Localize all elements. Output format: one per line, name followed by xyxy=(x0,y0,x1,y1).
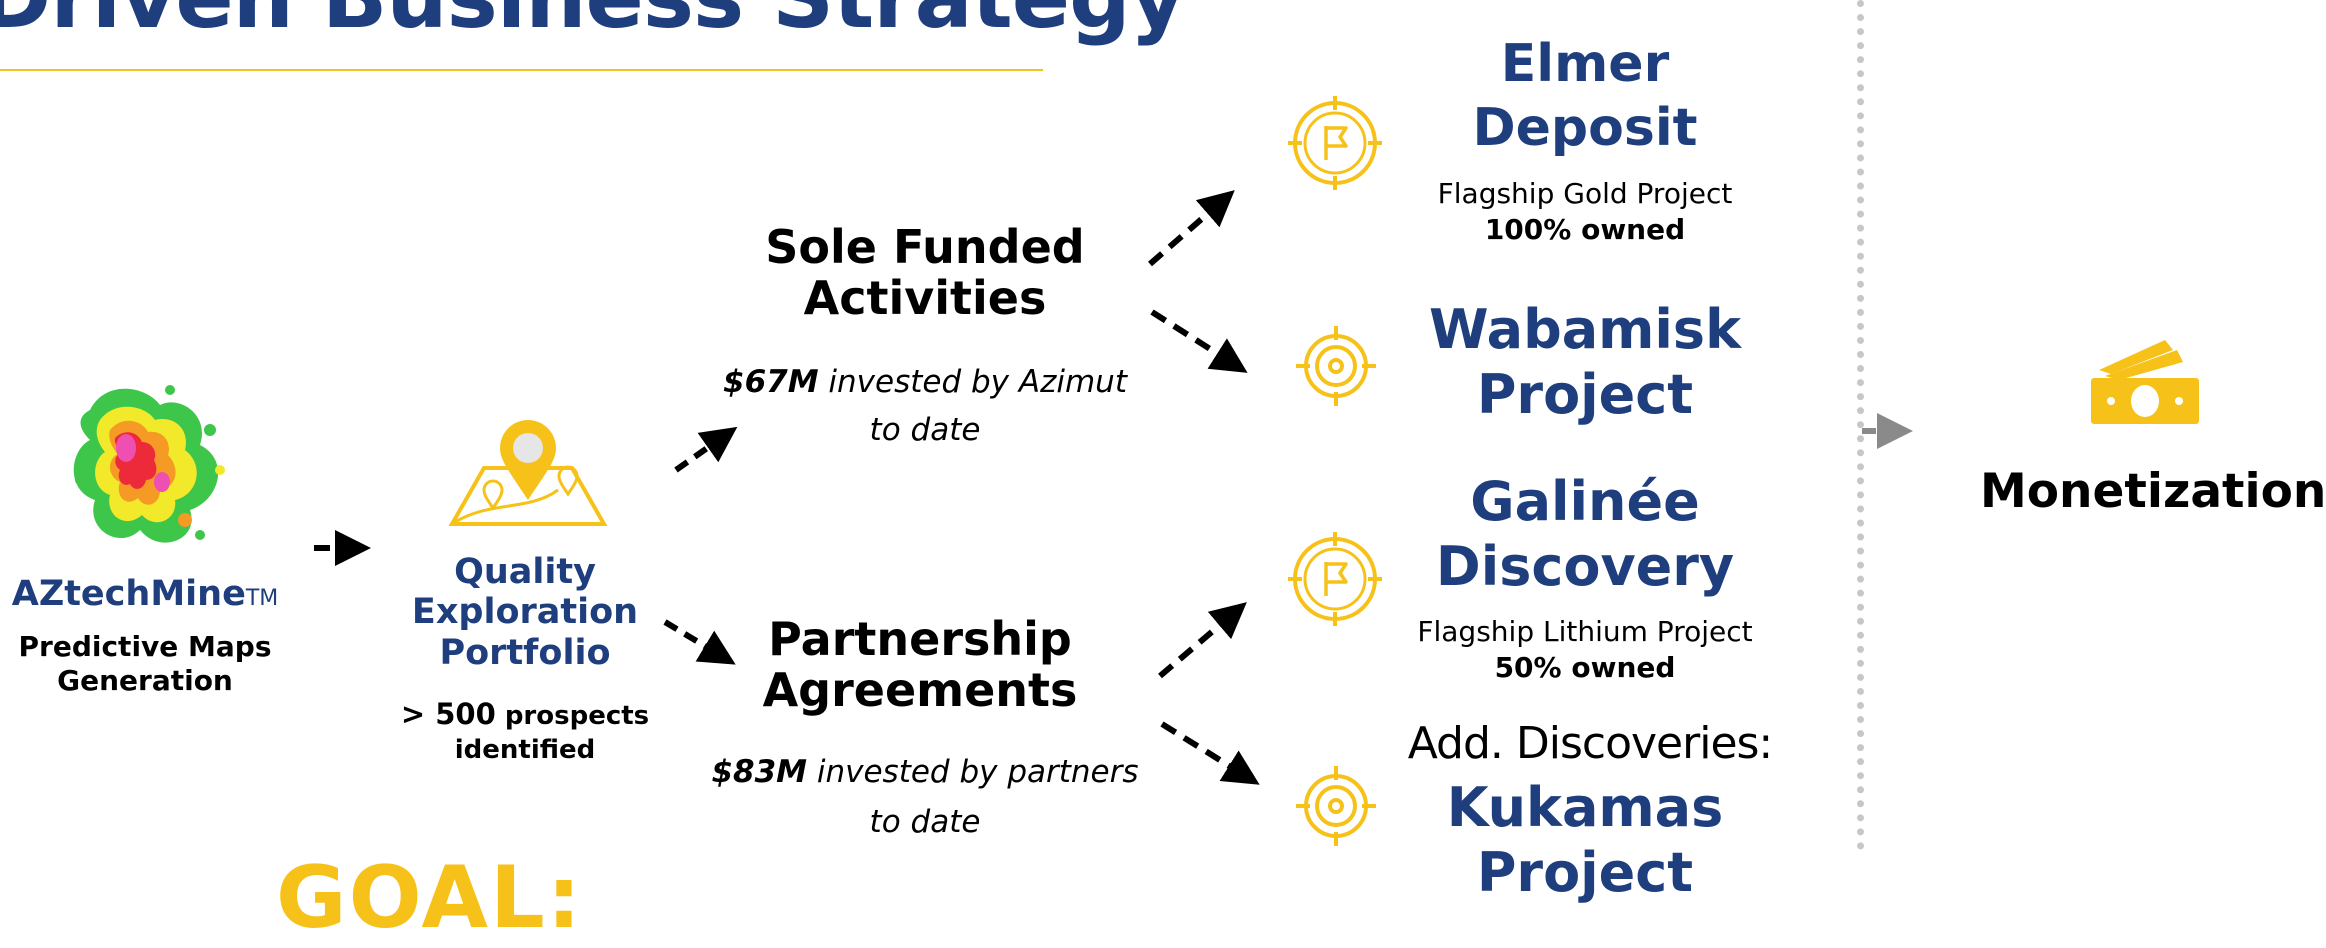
galinee-name: Galinée Discovery xyxy=(1380,470,1790,600)
prospects-line-2: identified xyxy=(454,734,596,765)
goal-label: GOAL: xyxy=(276,848,584,948)
page-title: Driven Business Strategy xyxy=(0,0,1186,48)
sole-funded-title: Sole Funded Activities xyxy=(740,222,1110,323)
elmer-name-line-2: Deposit xyxy=(1472,98,1698,159)
portfolio-title-line-2: Exploration xyxy=(411,592,639,633)
target-flag-icon xyxy=(1288,96,1382,190)
sole-text: invested by Azimut xyxy=(818,364,1127,400)
title-underline xyxy=(0,69,1043,71)
partner-title-line-1: Partnership xyxy=(768,612,1072,666)
elmer-description: Flagship Gold Project xyxy=(1437,177,1733,210)
aztech-line-2: Generation xyxy=(57,664,233,698)
prospects-suffix: prospects xyxy=(495,701,650,731)
partner-title-line-2: Agreements xyxy=(762,662,1078,717)
galinee-name-line-1: Galinée xyxy=(1470,470,1700,533)
aztechmine-brand: AZtechMineTM xyxy=(11,574,279,614)
sole-title-line-1: Sole Funded xyxy=(765,220,1085,274)
wabamisk-name: Wabamisk Project xyxy=(1380,298,1790,428)
aztechmine-block: AZtechMineTM Predictive Maps Generation xyxy=(0,574,290,698)
arrow-partner-to-kukamas xyxy=(1160,721,1260,785)
target-icon xyxy=(1296,766,1376,846)
monetization-label: Monetization xyxy=(1980,464,2326,519)
galinee-name-line-2: Discovery xyxy=(1435,534,1735,598)
partnership-title: Partnership Agreements xyxy=(730,614,1110,715)
map-pin-icon xyxy=(448,420,608,526)
sole-text-line-2: to date xyxy=(869,412,981,449)
arrow-partner-to-galinee xyxy=(1158,602,1247,679)
kukamas-name-line-1: Kukamas xyxy=(1446,776,1724,839)
arrow-sole-to-wabamisk xyxy=(1150,309,1248,373)
galinee-ownership: 50% owned xyxy=(1494,650,1676,684)
portfolio-title-line-1: Quality xyxy=(454,552,596,592)
elmer-details: Flagship Gold Project 100% owned xyxy=(1380,176,1790,247)
portfolio-prospects: > 500 prospects identified xyxy=(390,696,660,768)
kukamas-name: Kukamas Project xyxy=(1380,776,1790,906)
prospects-count: > 500 xyxy=(400,697,496,731)
sole-title-line-2: Activities xyxy=(803,270,1047,325)
sole-funded-investment: $67M invested by Azimut to date xyxy=(700,358,1150,454)
arrow-portfolio-to-sole xyxy=(674,426,738,473)
partner-amount: $83M xyxy=(711,754,808,790)
wabamisk-name-line-2: Project xyxy=(1476,362,1694,426)
portfolio-title: Quality Exploration Portfolio xyxy=(400,552,650,673)
aztech-line-1: Predictive Maps xyxy=(18,630,272,663)
partner-text-line-2: to date xyxy=(869,803,981,840)
partner-text: invested by partners xyxy=(807,754,1139,790)
galinee-details: Flagship Lithium Project 50% owned xyxy=(1380,614,1790,685)
elmer-name-line-1: Elmer xyxy=(1500,34,1670,94)
kukamas-name-line-2: Project xyxy=(1476,840,1694,904)
target-icon xyxy=(1296,326,1376,406)
target-flag-icon xyxy=(1288,532,1382,626)
arrow-portfolio-to-partner xyxy=(663,619,736,665)
sole-amount: $67M xyxy=(723,364,819,400)
elmer-name: Elmer Deposit xyxy=(1380,32,1790,161)
partnership-investment: $83M invested by partners to date xyxy=(690,748,1160,847)
heatmap-icon xyxy=(73,385,225,543)
galinee-description: Flagship Lithium Project xyxy=(1417,615,1753,648)
section-divider xyxy=(1857,0,1864,850)
flow-arrows xyxy=(314,190,1913,785)
additional-discoveries-label: Add. Discoveries: xyxy=(1407,718,1774,769)
trademark: TM xyxy=(245,586,279,611)
portfolio-title-line-3: Portfolio xyxy=(439,632,611,673)
elmer-ownership: 100% owned xyxy=(1484,212,1686,246)
arrow-sole-to-elmer xyxy=(1148,190,1235,267)
wabamisk-name-line-1: Wabamisk xyxy=(1428,298,1741,361)
money-icon xyxy=(2091,340,2199,424)
